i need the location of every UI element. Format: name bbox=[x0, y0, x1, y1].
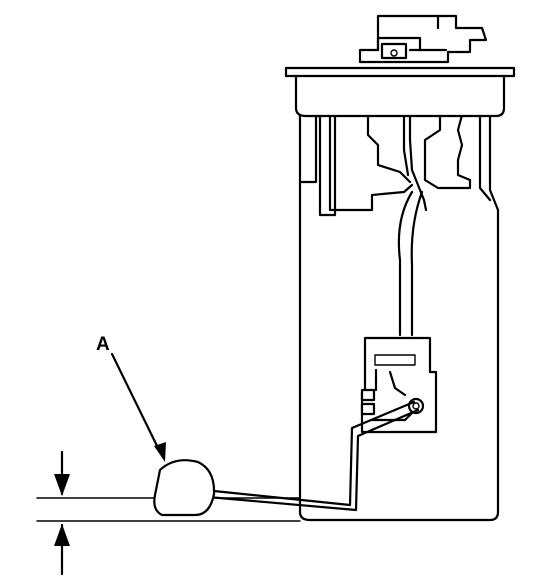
fuel-float bbox=[153, 459, 216, 517]
callout-label-a: A bbox=[96, 334, 110, 355]
pump-top-flange bbox=[284, 66, 516, 118]
pump-top-connector bbox=[358, 14, 488, 64]
fuel-level-sender bbox=[360, 336, 438, 434]
dimension-arrow-bottom bbox=[54, 523, 70, 576]
dimension-arrow-top bbox=[54, 450, 70, 496]
pump-internal-details bbox=[298, 113, 492, 217]
callout-leader-arrow bbox=[110, 352, 166, 462]
float-arm bbox=[183, 400, 420, 512]
fuel-level-line bbox=[397, 190, 424, 337]
